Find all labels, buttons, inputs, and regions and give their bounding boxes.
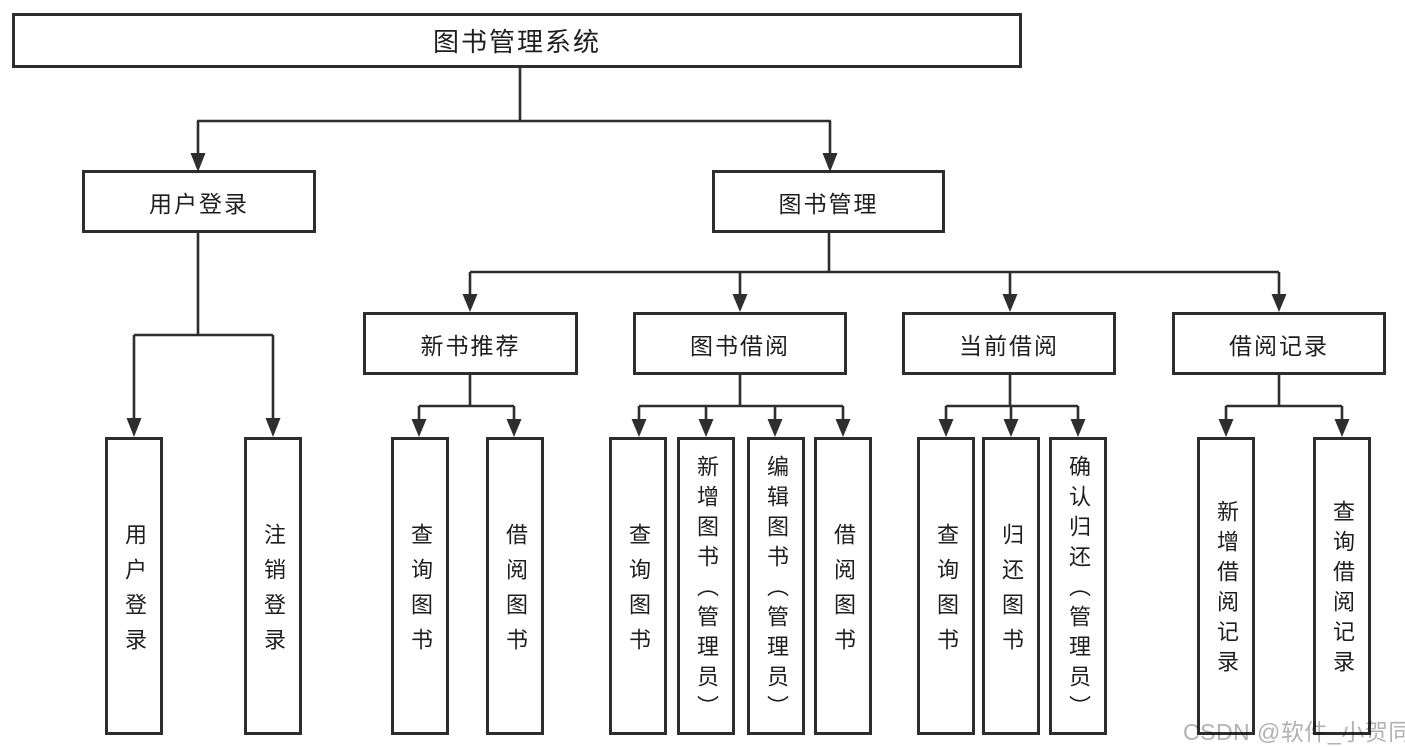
leaf-confirm-return-admin: 确认归还（管理员） [1049,437,1107,735]
leaf-borrowing-borrow-books-label: 借阅图书 [831,523,856,663]
node-borrowing-records: 借阅记录 [1172,312,1386,375]
node-borrowing-records-label: 借阅记录 [1229,332,1329,359]
leaf-current-query-books: 查询图书 [917,437,975,735]
node-book-management-label: 图书管理 [778,190,879,217]
leaf-recommend-query-books-label: 查询图书 [408,523,433,663]
leaf-query-borrow-record: 查询借阅记录 [1313,437,1371,735]
leaf-borrowing-query-books: 查询图书 [609,437,667,735]
csdn-watermark: CSDN @软件_小贺同学 [1183,719,1405,745]
leaf-logout: 注销登录 [244,437,302,735]
connector-current-to-leaves [938,375,1086,437]
node-library-system: 图书管理系统 [12,13,1022,68]
leaf-add-books-admin-label: 新增图书（管理员） [694,455,719,725]
leaf-add-borrow-record: 新增借阅记录 [1197,437,1255,735]
leaf-recommend-borrow-books-label: 借阅图书 [503,523,528,663]
connector-borrow-to-leaves [631,375,851,437]
leaf-query-borrow-record-label: 查询借阅记录 [1330,500,1355,680]
leaf-confirm-return-admin-label: 确认归还（管理员） [1066,455,1091,725]
leaf-return-books: 归还图书 [982,437,1040,735]
leaf-return-books-label: 归还图书 [999,523,1024,663]
leaf-add-books-admin: 新增图书（管理员） [677,437,735,735]
connector-records-to-leaves [1218,375,1350,437]
node-library-system-label: 图书管理系统 [432,27,601,57]
leaf-user-login: 用户登录 [105,437,163,735]
node-current-borrowing-label: 当前借阅 [959,332,1059,359]
connector-recommend-to-leaves [411,375,522,437]
node-new-book-recommend: 新书推荐 [363,312,578,375]
node-book-borrowing: 图书借阅 [633,312,847,375]
leaf-user-login-label: 用户登录 [122,523,147,663]
node-current-borrowing: 当前借阅 [902,312,1116,375]
leaf-current-query-books-label: 查询图书 [934,523,959,663]
leaf-borrowing-borrow-books: 借阅图书 [814,437,872,735]
leaf-recommend-query-books: 查询图书 [391,437,449,735]
leaf-logout-label: 注销登录 [261,523,286,663]
connector-mgmt-to-level3 [462,233,1287,312]
leaf-edit-books-admin-label: 编辑图书（管理员） [764,455,789,725]
leaf-edit-books-admin: 编辑图书（管理员） [747,437,805,735]
node-book-borrowing-label: 图书借阅 [690,332,790,359]
connector-login-to-leaves [126,233,281,437]
node-user-login-label: 用户登录 [149,190,249,217]
leaf-borrowing-query-books-label: 查询图书 [626,523,651,663]
node-user-login: 用户登录 [82,170,316,233]
leaf-recommend-borrow-books: 借阅图书 [486,437,544,735]
connector-root-to-level2 [190,68,838,172]
leaf-add-borrow-record-label: 新增借阅记录 [1214,500,1239,680]
node-book-management: 图书管理 [712,170,945,233]
node-new-book-recommend-label: 新书推荐 [420,332,521,359]
